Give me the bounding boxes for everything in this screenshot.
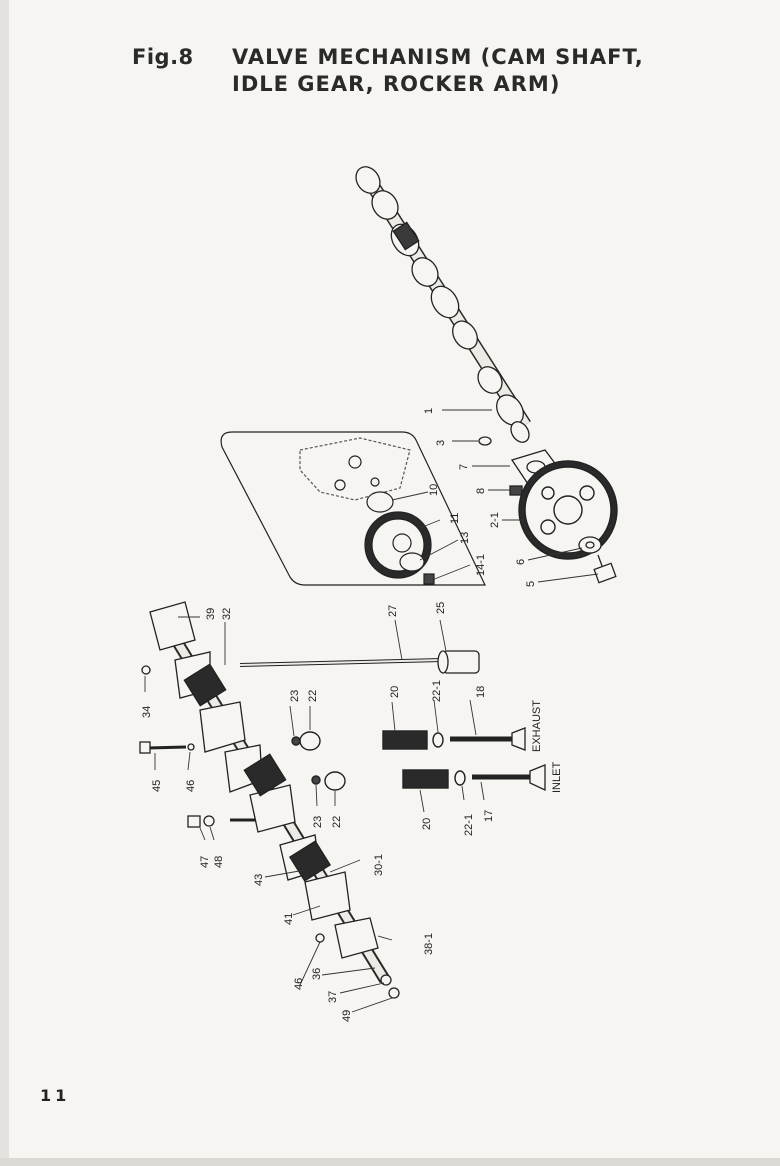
label-37: 37 [327,991,339,1003]
label-7: 7 [458,464,470,470]
label-23-upper: 23 [289,690,301,702]
label-6: 6 [515,559,527,565]
part-number-labels: 1 3 7 8 2-1 6 5 10 11 13 14-1 27 25 39 3… [141,408,563,1022]
label-inlet: INLET [551,762,563,793]
rocker-shaft-assembly [139,601,400,999]
label-8: 8 [475,488,487,494]
label-43: 43 [253,874,265,886]
label-47: 47 [199,856,211,868]
label-41: 41 [283,913,295,925]
pushrod-and-tappet [239,650,480,674]
valves [450,727,546,792]
idle-gear-inset [220,431,486,586]
page-number: 11 [40,1086,71,1105]
figure-label: Fig.8 [132,45,194,69]
label-38-1: 38-1 [423,933,435,955]
label-20-lower: 20 [421,818,433,830]
label-14-1: 14-1 [475,554,487,576]
gear-bolt [578,536,617,584]
label-10: 10 [428,484,440,496]
figure-title-line-2: IDLE GEAR, ROCKER ARM) [232,72,561,96]
label-13: 13 [459,532,471,544]
label-46-lower: 46 [293,978,305,990]
label-3: 3 [435,440,447,446]
label-22-upper: 22 [307,690,319,702]
label-36: 36 [311,968,323,980]
label-23-lower: 23 [312,816,324,828]
camshaft [355,166,531,443]
label-22-lower: 22 [331,816,343,828]
label-17: 17 [483,810,495,822]
label-27: 27 [387,605,399,617]
label-exhaust: EXHAUST [531,700,543,752]
label-34: 34 [141,706,153,718]
label-45: 45 [151,780,163,792]
label-5: 5 [525,581,537,587]
label-18: 18 [475,686,487,698]
leader-lines [144,409,599,1013]
label-25: 25 [435,602,447,614]
figure-title-line-1: VALVE MECHANISM (CAM SHAFT, [232,45,644,69]
label-48: 48 [213,856,225,868]
valve-springs [291,730,466,791]
label-30-1: 30-1 [373,854,385,876]
label-20-upper: 20 [389,686,401,698]
cam-gear [518,460,618,560]
label-1: 1 [423,408,435,414]
label-22-1-upper: 22-1 [431,680,443,702]
label-11: 11 [449,513,461,524]
label-49: 49 [341,1010,353,1022]
page-bottom-edge [0,1158,780,1166]
label-39: 39 [205,608,217,620]
label-2-1: 2-1 [489,512,501,528]
label-46-upper: 46 [185,780,197,792]
label-32: 32 [221,608,233,620]
page-binding-edge [0,0,9,1166]
label-22-1-lower: 22-1 [463,814,475,836]
